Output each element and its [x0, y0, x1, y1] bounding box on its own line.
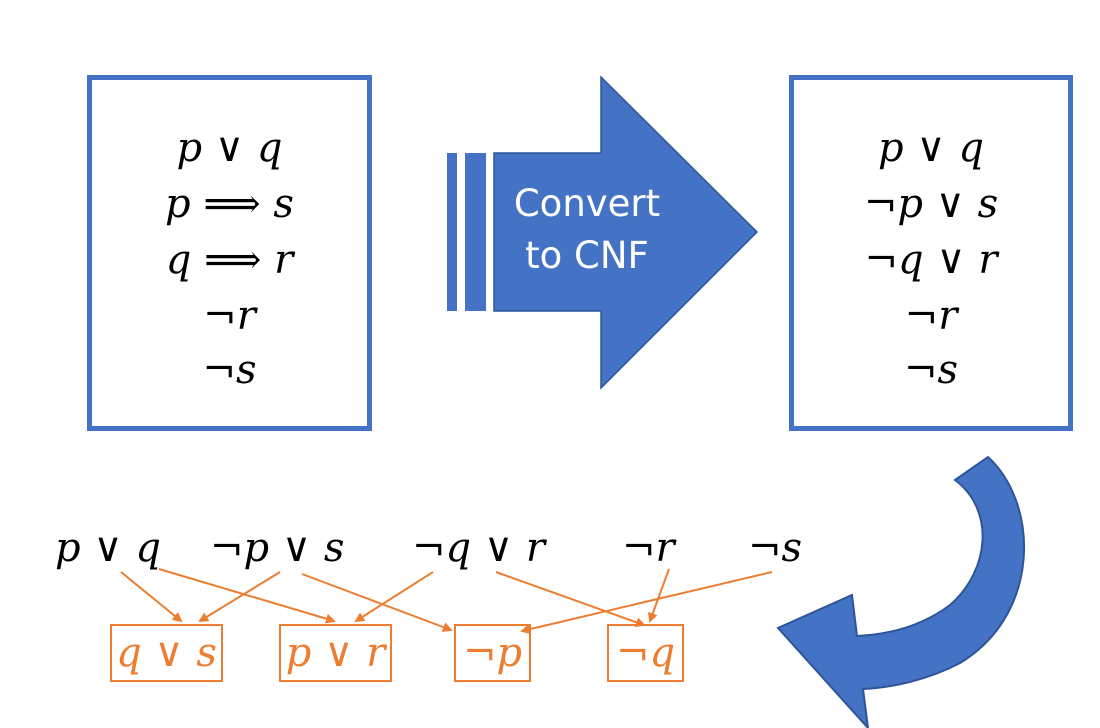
formula: ¬s [202, 347, 257, 393]
clause: ¬s [748, 525, 803, 571]
cnf-formula: p ∨ q [878, 125, 984, 171]
resolvent-box: ¬p [454, 624, 531, 682]
resolvent-box: q ∨ s [110, 624, 223, 682]
curved-arrow-body [776, 455, 1025, 728]
resolution-arrow [120, 571, 183, 623]
resolution-arrow [520, 571, 773, 635]
resolution-arrow [158, 568, 336, 624]
arrow-body [493, 75, 759, 390]
resolvent-box: p ∨ r [279, 624, 392, 682]
resolution-arrow [198, 571, 281, 623]
resolution-arrow [354, 571, 434, 623]
arrow-stripe-1 [447, 153, 457, 311]
clause: ¬r [622, 525, 675, 571]
clause: ¬q ∨ r [412, 525, 545, 571]
cnf-formula: ¬s [903, 347, 959, 393]
resolution-arrow [495, 571, 646, 628]
clause: p ∨ q [55, 525, 161, 571]
cnf-formula: ¬q ∨ r [864, 237, 998, 283]
formula: q ⟹ r [165, 237, 294, 283]
original-formulas-box: p ∨ q p ⟹ s q ⟹ r ¬r ¬s [87, 75, 372, 431]
cnf-formula: ¬r [904, 293, 958, 339]
clause: ¬p ∨ s [210, 525, 345, 571]
resolution-arrow [648, 568, 670, 623]
resolution-arrows [120, 568, 773, 635]
formula: ¬r [203, 293, 256, 339]
convert-arrow-label: Convert to CNF [513, 182, 661, 277]
resolution-arrow [301, 573, 453, 632]
formula: p ∨ q [176, 125, 283, 171]
cnf-formula: ¬p ∨ s [863, 181, 999, 227]
curved-arrow [776, 455, 1025, 728]
arrow-stripe-2 [465, 153, 486, 311]
resolvent-box: ¬q [607, 624, 684, 682]
formula: p ⟹ s [165, 181, 294, 227]
convert-arrow [447, 75, 759, 390]
cnf-formulas-box: p ∨ q ¬p ∨ s ¬q ∨ r ¬r ¬s [789, 75, 1073, 431]
